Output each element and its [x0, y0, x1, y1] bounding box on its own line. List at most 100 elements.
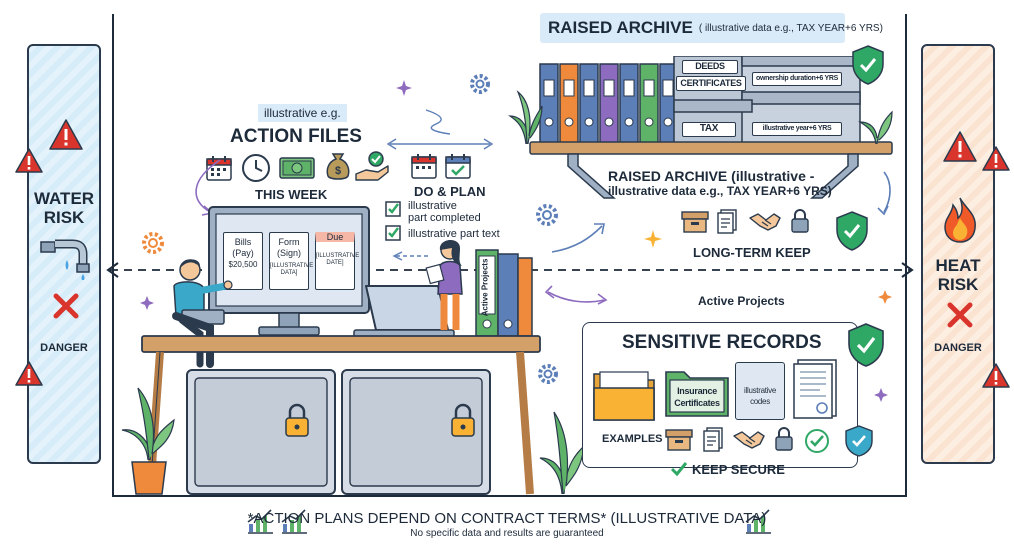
warning-icon	[982, 146, 1010, 171]
due-small: [ILLUSTRATIVE DATE]	[316, 253, 360, 266]
svg-text:$: $	[335, 165, 341, 177]
footer-disclaimer: *ACTION PLANS DEPEND ON CONTRACT TERMS* …	[247, 510, 767, 527]
keep-secure-label: KEEP SECURE	[692, 462, 785, 477]
ownership-duration-label: ownership duration+6 YRS	[752, 72, 842, 86]
handshake-icon	[749, 213, 781, 231]
bills-line2: (Pay)	[232, 248, 254, 258]
tax-label: TAX	[682, 122, 736, 137]
archive-banner-title: RAISED ARCHIVE	[548, 18, 693, 37]
deeds-label: DEEDS	[682, 60, 738, 74]
floor-line	[112, 495, 907, 497]
shield-check-icon	[836, 211, 868, 251]
form-small: [ILLUSTRATIVE DATA]	[270, 263, 314, 276]
safe-left	[186, 369, 336, 495]
form-paper: Form (Sign) [ILLUSTRATIVE DATA]	[269, 232, 314, 290]
form-line2: (Sign)	[276, 248, 301, 258]
bills-paper: Bills (Pay) $20,500	[223, 232, 263, 290]
check2-label: illustrative part text	[408, 228, 500, 240]
due-line1: Due	[326, 232, 344, 242]
plant-icon	[539, 411, 585, 495]
sparkle-icon	[140, 296, 154, 310]
person-standing	[425, 239, 463, 330]
hand-coin-icon	[355, 151, 389, 181]
water-risk-title-1: WATER	[33, 189, 95, 208]
heat-risk-title-2: RISK	[937, 275, 979, 294]
tax-year-note-label: illustrative year+6 YRS	[752, 122, 842, 136]
gear-icon	[538, 364, 558, 384]
gear-icon	[536, 204, 558, 226]
check1-line2: part completed	[408, 212, 481, 224]
bills-amount: $20,500	[228, 260, 258, 269]
heat-risk-panel: HEAT RISK DANGER	[921, 44, 995, 464]
trend-chart-icon	[745, 509, 771, 534]
check1-line1: illustrative	[408, 200, 457, 212]
this-week-label: THIS WEEK	[255, 187, 328, 202]
sparkle-icon	[396, 80, 412, 96]
warning-icon	[15, 148, 43, 173]
archive-caption-line2: illustrative data e.g., TAX YEAR+6 YRS)	[608, 184, 832, 198]
due-paper: Due [ILLUSTRATIVE DATE]	[315, 232, 360, 290]
pipe-icon	[40, 239, 90, 280]
archive-box-icon	[665, 429, 693, 451]
archive-box-icon	[681, 211, 709, 233]
sparkle-icon	[878, 290, 892, 304]
shield-check-icon	[848, 323, 884, 367]
padlock-icon	[285, 403, 309, 437]
water-risk-title-2: RISK	[43, 208, 85, 227]
calendar-icon	[411, 154, 437, 179]
padlock-icon	[791, 209, 809, 233]
trend-chart-icon	[281, 509, 307, 534]
active-projects-label: Active Projects	[698, 294, 785, 308]
plant-icon	[858, 110, 893, 145]
handshake-icon	[733, 431, 765, 449]
plant-icon	[121, 387, 175, 495]
heat-risk-title-1: HEAT	[935, 256, 981, 275]
plant-icon	[508, 90, 543, 145]
insurance-folder-icon	[665, 371, 729, 417]
cash-icon	[279, 157, 315, 179]
archive-caption-line1: RAISED ARCHIVE (illustrative -	[608, 168, 815, 184]
archive-banner: RAISED ARCHIVE ( illustrative data e.g.,…	[540, 13, 883, 43]
shield-check-icon	[852, 45, 884, 85]
sparkle-icon	[644, 230, 662, 248]
document-icon	[703, 427, 723, 452]
action-eg-label: illustrative e.g.	[258, 104, 347, 122]
cross-icon	[53, 293, 79, 319]
frame-right-line	[905, 14, 907, 496]
money-bag-icon: $	[326, 153, 350, 180]
cross-icon	[947, 302, 973, 328]
shield-check-icon	[845, 425, 873, 457]
safe-right	[341, 369, 491, 495]
warning-icon	[982, 363, 1010, 388]
certificates-label: CERTIFICATES	[676, 76, 746, 91]
check-circle-icon	[805, 429, 829, 453]
codes-line1: illustrative	[744, 386, 776, 395]
codes-card	[735, 362, 785, 420]
checkbox-icon	[385, 225, 401, 241]
document-icon	[717, 209, 737, 234]
long-term-keep-label: LONG-TERM KEEP	[693, 245, 811, 260]
padlock-icon	[451, 403, 475, 437]
sparkle-icon	[874, 388, 888, 402]
form-line1: Form	[278, 237, 300, 247]
gear-icon	[142, 232, 164, 254]
padlock-icon	[775, 427, 793, 451]
water-danger-label: DANGER	[40, 342, 88, 354]
sensitive-title: SENSITIVE RECORDS	[622, 332, 822, 353]
flame-icon	[944, 197, 976, 243]
codes-line2: codes	[750, 397, 770, 406]
examples-label: EXAMPLES	[602, 433, 663, 445]
clock-icon	[242, 154, 270, 182]
warning-icon	[49, 119, 83, 150]
document-icon	[793, 359, 837, 419]
do-plan-label: DO & PLAN	[414, 184, 486, 199]
warning-icon	[943, 131, 977, 162]
checkbox-icon	[385, 201, 401, 217]
frame-left-line	[112, 14, 114, 496]
calendar-icon	[445, 154, 471, 179]
warning-icon	[15, 361, 43, 386]
insurance-line1: Insurance	[677, 386, 717, 396]
action-files-title: ACTION FILES	[230, 126, 362, 147]
folder-icon	[593, 371, 655, 421]
insurance-line2: Certificates	[674, 398, 720, 408]
